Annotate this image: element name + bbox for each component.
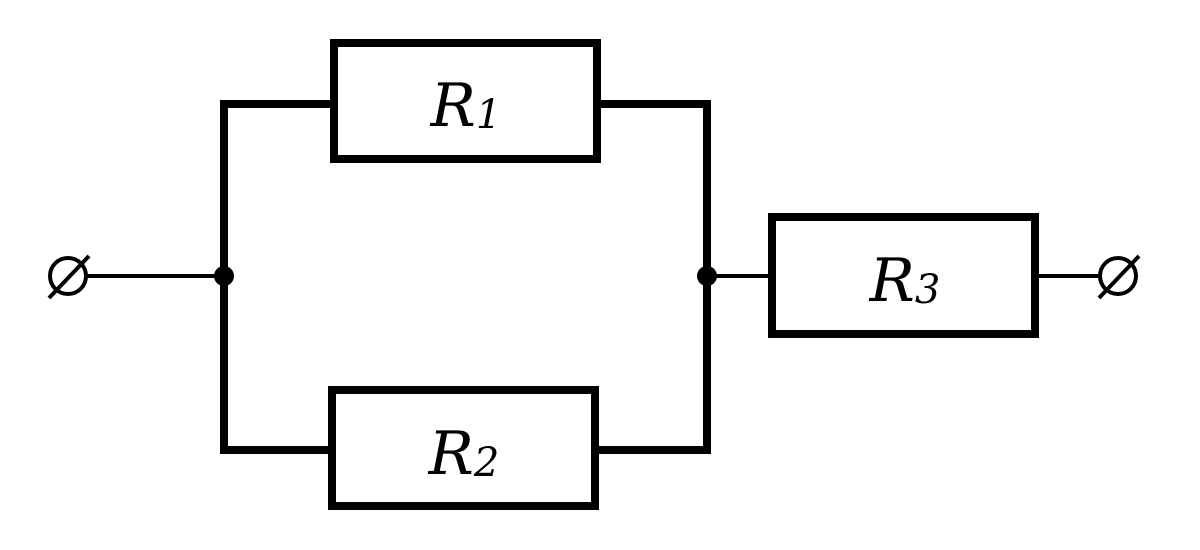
resistor-r3-subscript: 3 — [915, 267, 940, 313]
resistor-r1-subscript: 1 — [476, 92, 501, 138]
resistor-r3: R3 — [768, 213, 1039, 338]
resistor-r2-symbol: R — [428, 419, 474, 489]
resistor-r1: R1 — [330, 39, 601, 163]
svg-text:R3: R3 — [869, 246, 941, 316]
svg-text:R2: R2 — [428, 419, 500, 489]
resistor-r2-subscript: 2 — [473, 440, 499, 486]
terminal-circle-slash-icon — [47, 254, 91, 300]
resistor-r2: R2 — [328, 386, 599, 510]
resistor-r3-symbol: R — [869, 246, 915, 316]
svg-text:R1: R1 — [430, 71, 502, 141]
terminal-circle-slash-icon — [1097, 254, 1141, 300]
junction-left — [214, 266, 234, 286]
resistor-r1-symbol: R — [430, 71, 476, 141]
junction-right — [697, 266, 717, 286]
